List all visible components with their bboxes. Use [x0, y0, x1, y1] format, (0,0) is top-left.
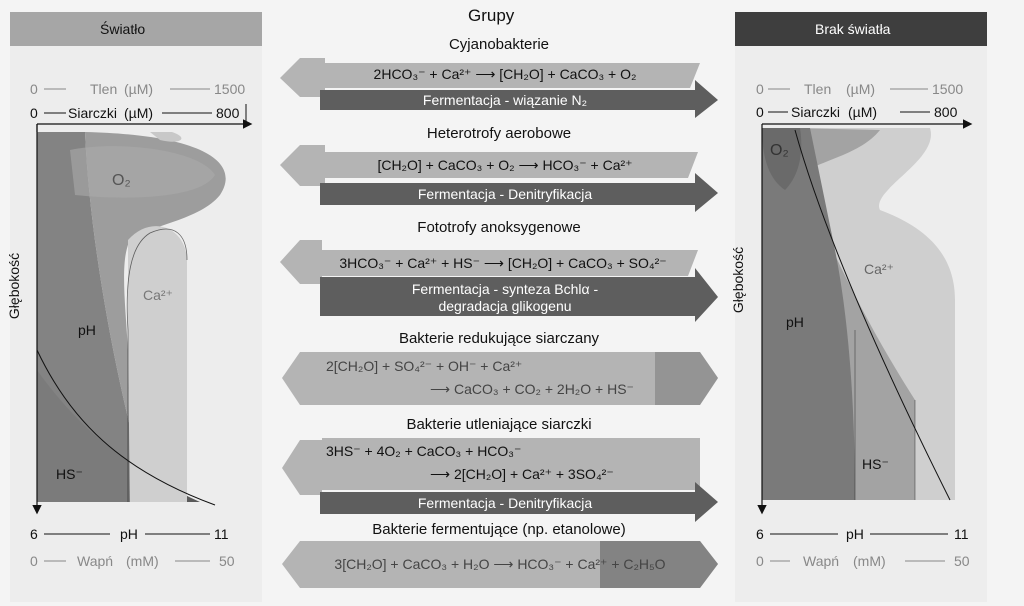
right-hs-label: HS⁻: [862, 456, 889, 472]
right-siarczki-min: 0: [756, 104, 764, 120]
group-name-photo: Fototrofy anoksygenowe: [417, 219, 581, 236]
reaction-sulfred-line2: ⟶ CaCO₃ + CO₂ + 2H₂O + HS⁻: [430, 381, 634, 397]
arrow-sulfox-left: [282, 438, 700, 495]
right-depth-label: Głębokość: [730, 246, 747, 314]
right-wapn-max: 50: [954, 553, 970, 569]
right-ca-label: Ca²⁺: [864, 261, 894, 277]
group-name-ferment: Bakterie fermentujące (np. etanolowe): [372, 521, 626, 538]
reaction-sulfred-line1: 2[CH₂O] + SO₄²⁻ + OH⁻ + Ca²⁺: [326, 358, 523, 374]
arrow-hetero-left: [280, 145, 698, 186]
right-siarczki-label: Siarczki: [791, 104, 841, 120]
left-siarczki-label: Siarczki: [68, 105, 118, 121]
right-header: Brak światła: [815, 21, 891, 37]
left-tlen-min: 0: [30, 81, 38, 97]
right-wapn-label: Wapń: [803, 553, 840, 569]
group-name-sulfred: Bakterie redukujące siarczany: [398, 330, 600, 347]
left-profiles: [36, 132, 226, 506]
left-siarczki-max: 800: [216, 105, 240, 121]
left-hs-label: HS⁻: [56, 466, 83, 482]
left-depth-label: Głębokość: [6, 252, 23, 320]
process-photo-line1: Fermentacja - synteza Bchlα -: [411, 281, 599, 297]
right-profiles: [762, 128, 955, 501]
reaction-photo: 3HCO₃⁻ + Ca²⁺ + HS⁻ ⟶ [CH₂O] + CaCO₃ + S…: [339, 255, 667, 271]
right-wapn-min: 0: [756, 553, 764, 569]
reaction-hetero: [CH₂O] + CaCO₃ + O₂ ⟶ HCO₃⁻ + Ca²⁺: [377, 157, 633, 173]
reaction-sulfox-line2: ⟶ 2[CH₂O] + Ca²⁺ + 3SO₄²⁻: [430, 466, 614, 482]
arrow-sulfred: [282, 352, 718, 405]
group-name-cyano: Cyjanobakterie: [448, 36, 550, 53]
left-header: Światło: [100, 21, 146, 37]
left-ph-axis-label: pH: [120, 526, 138, 542]
left-tlen-label: Tlen: [90, 81, 118, 97]
left-wapn-max: 50: [219, 553, 235, 569]
process-cyano: Fermentacja - wiązanie N₂: [422, 92, 588, 108]
right-ph-max: 11: [954, 526, 969, 542]
process-sulfox: Fermentacja - Denitryfikacja: [417, 495, 593, 511]
arrow-photo-left: [280, 240, 698, 284]
right-tlen-min: 0: [756, 81, 764, 97]
right-tlen-unit: (µM): [846, 81, 876, 97]
arrow-sulfox-right: [320, 482, 718, 522]
process-photo-line2: degradacja glikogenu: [438, 298, 572, 314]
reaction-ferment: 3[CH₂O] + CaCO₃ + H₂O ⟶ HCO₃⁻ + Ca²⁺ + C…: [334, 556, 666, 572]
left-ph-label: pH: [78, 322, 96, 338]
right-header-bar: [735, 12, 987, 46]
left-siarczki-min: 0: [30, 105, 38, 121]
reaction-sulfox-line1: 3HS⁻ + 4O₂ + CaCO₃ + HCO₃⁻: [326, 443, 522, 459]
right-siarczki-unit: (µM): [848, 104, 878, 120]
process-hetero: Fermentacja - Denitryfikacja: [417, 186, 593, 202]
left-ph-min: 6: [30, 526, 38, 542]
left-ph-max: 11: [214, 526, 229, 542]
left-tlen-unit: (µM): [124, 81, 154, 97]
group-name-sulfox: Bakterie utleniające siarczki: [406, 416, 592, 433]
right-siarczki-max: 800: [934, 104, 958, 120]
left-tlen-max: 1500: [214, 81, 246, 97]
group-name-hetero: Heterotrofy aerobowe: [426, 125, 572, 142]
left-wapn-unit: (mM): [126, 553, 159, 569]
left-ca-label: Ca²⁺: [143, 287, 173, 303]
right-ph-min: 6: [756, 526, 764, 542]
right-ph-label: pH: [786, 314, 804, 330]
arrow-cyano-right: [320, 80, 718, 118]
left-siarczki-unit: (µM): [124, 105, 154, 121]
left-o2-label: O₂: [112, 172, 131, 189]
right-tlen-max: 1500: [932, 81, 964, 97]
right-tlen-label: Tlen: [804, 81, 832, 97]
left-wapn-label: Wapń: [77, 553, 114, 569]
arrow-photo-right: [320, 268, 718, 322]
arrow-hetero-right: [320, 173, 718, 212]
diagram-title: Grupy: [468, 6, 515, 25]
right-wapn-unit: (mM): [853, 553, 886, 569]
right-ph-axis-label: pH: [846, 526, 864, 542]
right-o2-label: O₂: [770, 142, 789, 159]
left-header-bar: [10, 12, 262, 46]
reaction-cyano: 2HCO₃⁻ + Ca²⁺ ⟶ [CH₂O] + CaCO₃ + O₂: [373, 66, 637, 82]
left-wapn-min: 0: [30, 553, 38, 569]
arrow-cyano-left: [280, 58, 700, 97]
